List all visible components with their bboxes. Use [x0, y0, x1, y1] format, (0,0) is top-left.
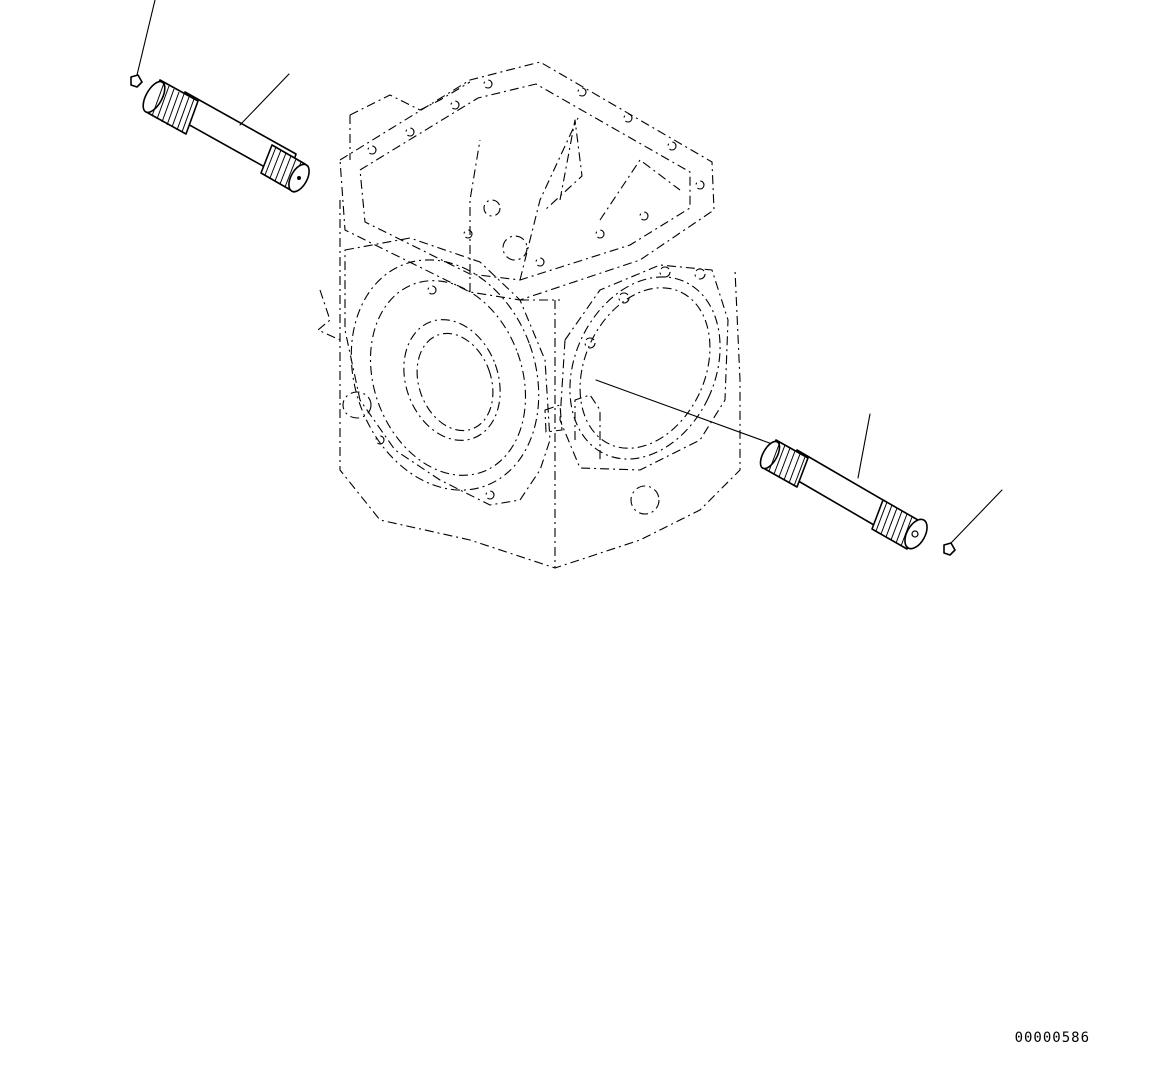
plug-right — [943, 489, 1003, 556]
spline-shaft-right — [595, 379, 928, 550]
drawing-number: 00000586 — [1014, 1030, 1090, 1046]
transmission-housing — [317, 61, 741, 569]
plug-left — [130, 0, 156, 88]
spline-shaft-left — [142, 73, 310, 193]
